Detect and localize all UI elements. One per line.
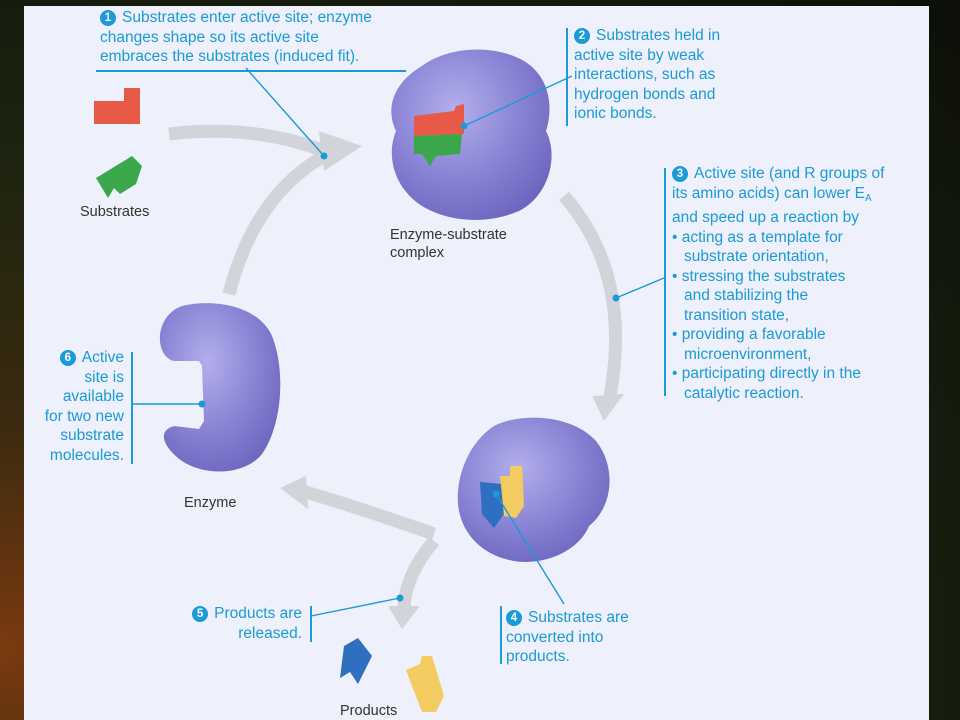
step3-line5: substrate orientation,	[684, 248, 829, 265]
step6-callout: 6 Active site is available for two new su…	[24, 348, 124, 465]
label-complex: Enzyme-substrate complex	[390, 226, 507, 262]
step1-number: 1	[100, 10, 116, 26]
cycle-artwork	[94, 49, 665, 712]
step3-line6: • stressing the substrates	[672, 267, 846, 285]
label-substrates: Substrates	[80, 204, 150, 220]
label-complex-line1: Enzyme-substrate	[390, 227, 507, 243]
step6-line4: for two new	[44, 407, 124, 425]
arrow-heads	[280, 131, 624, 629]
step6-line2: site is	[84, 368, 124, 386]
step2-line1: Substrates held in	[596, 27, 721, 44]
step4-callout: 4 Substrates are converted into products.	[506, 608, 629, 667]
step2-number: 2	[574, 28, 590, 44]
step2-line4: hydrogen bonds and	[574, 85, 716, 103]
product-blue	[340, 638, 372, 684]
step2-line3: interactions, such as	[574, 66, 716, 83]
arrow-step4-to-enzyme	[300, 484, 437, 541]
arrow-products-out	[397, 536, 439, 612]
step4-line2: converted into	[506, 628, 604, 646]
substrate-green-bound	[414, 134, 462, 166]
step6-number: 6	[59, 350, 76, 366]
step6-line3: available	[62, 388, 124, 405]
step2-line2: active site by weak	[574, 46, 705, 64]
enzyme-substrate-complex-shape	[391, 49, 552, 220]
step4-line3: products.	[506, 648, 570, 665]
step3-line4: • acting as a template for	[672, 228, 843, 246]
step3-line12: catalytic reaction.	[684, 384, 804, 402]
arrowhead-1	[319, 131, 362, 171]
step3-line2-sub: A	[864, 192, 872, 204]
step1-line1: Substrates enter active site; enzyme	[122, 9, 372, 26]
label-products: Products	[340, 703, 398, 719]
step4-line1: Substrates are	[528, 609, 629, 626]
label-complex-line2: complex	[390, 245, 444, 261]
step1-callout: 1 Substrates enter active site; enzyme ch…	[100, 8, 372, 67]
step3-line1: Active site (and R groups of	[694, 165, 885, 182]
step1-line2: changes shape so its active site	[100, 28, 319, 46]
substrate-red-bound	[414, 104, 464, 136]
step6-rule	[131, 352, 133, 464]
label-enzyme: Enzyme	[184, 495, 237, 511]
leader-dots	[198, 122, 620, 602]
step6-line5: substrate	[60, 427, 124, 444]
arrowhead-4	[388, 606, 420, 629]
product-yellow	[406, 656, 444, 712]
step3-line7: and stabilizing the	[684, 287, 809, 304]
leader-lines	[132, 67, 665, 617]
step4-number: 4	[506, 610, 522, 626]
step3-line2: its amino acids) can lower E	[672, 184, 865, 202]
step3-number: 3	[672, 166, 688, 182]
step2-rule	[566, 28, 568, 126]
step5-callout: 5 Products are released.	[162, 604, 302, 643]
step5-line2: released.	[238, 624, 302, 642]
diagram-panel: 1 Substrates enter active site; enzyme ch…	[24, 6, 929, 720]
step3-line8: transition state,	[684, 306, 790, 324]
substrate-green	[96, 156, 142, 198]
step4-rule	[500, 606, 502, 664]
step3-callout: 3 Active site (and R groups of its amino …	[672, 164, 884, 403]
enzyme-shape	[159, 303, 281, 472]
step2-line5: ionic bonds.	[574, 105, 657, 122]
step5-number: 5	[192, 606, 209, 622]
step4-enzyme-shape	[457, 417, 610, 562]
step3-line9: • providing a favorable	[672, 326, 826, 343]
step3-line3: and speed up a reaction by	[672, 209, 859, 226]
arrow-substrates-in	[168, 124, 327, 158]
arrowhead-3	[280, 476, 308, 509]
step3-line10: microenvironment,	[684, 345, 812, 363]
arrow-complex-to-step4	[559, 191, 623, 403]
step3-line11: • participating directly in the	[672, 365, 861, 382]
step6-line1: Active	[81, 349, 124, 366]
cycle-arrows	[168, 124, 623, 612]
arrowhead-2	[592, 394, 624, 421]
arrow-enzyme-to-complex	[222, 150, 328, 296]
step5-line1: Products are	[214, 605, 302, 622]
step5-rule	[310, 606, 312, 642]
step1-rule	[96, 70, 406, 72]
substrate-red	[94, 88, 140, 124]
step6-line6: molecules.	[49, 446, 124, 464]
product-yellow-bound	[500, 466, 524, 518]
step1-line3: embraces the substrates (induced fit).	[100, 48, 360, 65]
step3-rule	[664, 168, 666, 396]
